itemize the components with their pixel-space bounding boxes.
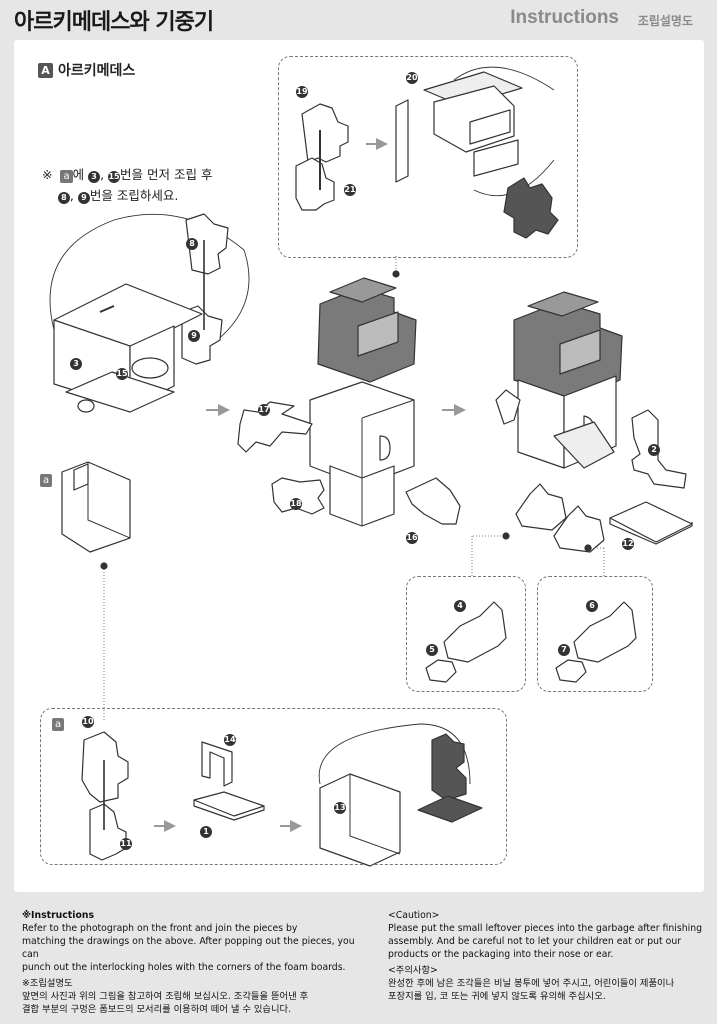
section-heading: A 아르키메데스: [38, 60, 135, 80]
crane-arm-17: [237, 401, 313, 453]
part-number-icon: 17: [258, 404, 270, 416]
part-number-icon: 10: [82, 716, 94, 728]
part-number-icon: 4: [454, 600, 466, 612]
part-number-icon: 16: [406, 532, 418, 544]
detail-box-left-leg: [406, 576, 526, 692]
head-panel-19-21: [295, 103, 349, 211]
leg-pieces: [515, 483, 605, 553]
section-title: 아르키메데스: [58, 63, 136, 79]
footer-caution: <Caution> Please put the small leftover …: [388, 910, 702, 1002]
part-number-icon: 11: [120, 838, 132, 850]
part-number-icon: 3: [88, 171, 101, 183]
part-number-icon: 9: [77, 192, 90, 204]
part-number-icon: 20: [406, 72, 418, 84]
instructions-korean-label: 조립설명도: [637, 14, 693, 28]
page-header: 아르키메데스와 기중기 Instructions 조립설명도: [0, 0, 717, 40]
footer-instructions: ※Instructions Refer to the photograph on…: [22, 910, 355, 1015]
base-panel-10-11: [81, 731, 129, 861]
base-side-pieces: [417, 733, 483, 823]
part-number-icon: 5: [426, 644, 438, 656]
box-3: [53, 283, 203, 413]
leg-detail-4-5: [425, 601, 507, 683]
crane-piece-16: [405, 477, 461, 525]
figure-piece-2: [631, 409, 687, 489]
part-number-icon: 7: [558, 644, 570, 656]
base-frame-14-1: [193, 741, 265, 821]
part-number-icon: 15: [116, 368, 128, 380]
sub-assembly-badge: a: [52, 718, 65, 731]
part-number-icon: 18: [290, 498, 302, 510]
sub-assembly-badge: a: [60, 170, 73, 183]
part-number-icon: 13: [334, 802, 346, 814]
footer-notes: ※Instructions Refer to the photograph on…: [0, 905, 717, 1024]
part-number-icon: 19: [296, 86, 308, 98]
crane-hand-18: [271, 477, 325, 515]
leg-detail-6-7: [555, 601, 637, 683]
part-number-icon: 6: [586, 600, 598, 612]
page-title: 아르키메데스와 기중기: [14, 10, 214, 35]
detail-box-head: [278, 56, 578, 258]
instructions-label: Instructions: [510, 7, 619, 28]
part-number-icon: 15: [108, 171, 121, 183]
part-number-icon: 3: [70, 358, 82, 370]
part-number-icon: 8: [186, 238, 198, 250]
figure-body: [495, 375, 617, 469]
sub-assembly-badge: a: [40, 474, 53, 487]
section-badge: A: [38, 63, 53, 78]
base-a: [61, 461, 131, 553]
part-number-icon: 9: [188, 330, 200, 342]
base-shell-13: [318, 723, 471, 867]
part-number-icon: 21: [344, 184, 356, 196]
head-side-piece: [503, 177, 559, 239]
detail-box-base: [40, 708, 507, 865]
head-roof-20: [395, 66, 555, 197]
body-box: [309, 381, 415, 527]
disc-15: [131, 357, 169, 379]
part-number-icon: 14: [224, 734, 236, 746]
figure-head: [513, 291, 623, 401]
part-number-icon: 8: [57, 192, 70, 204]
part-number-icon: 12: [622, 538, 634, 550]
figure-base-12: [609, 501, 693, 545]
piece-8-9: [181, 213, 229, 365]
assembly-illustration: [49, 66, 693, 867]
head-assembled: [317, 277, 417, 383]
part-number-icon: 1: [200, 826, 212, 838]
detail-box-right-leg: [537, 576, 653, 692]
part-number-icon: 2: [648, 444, 660, 456]
